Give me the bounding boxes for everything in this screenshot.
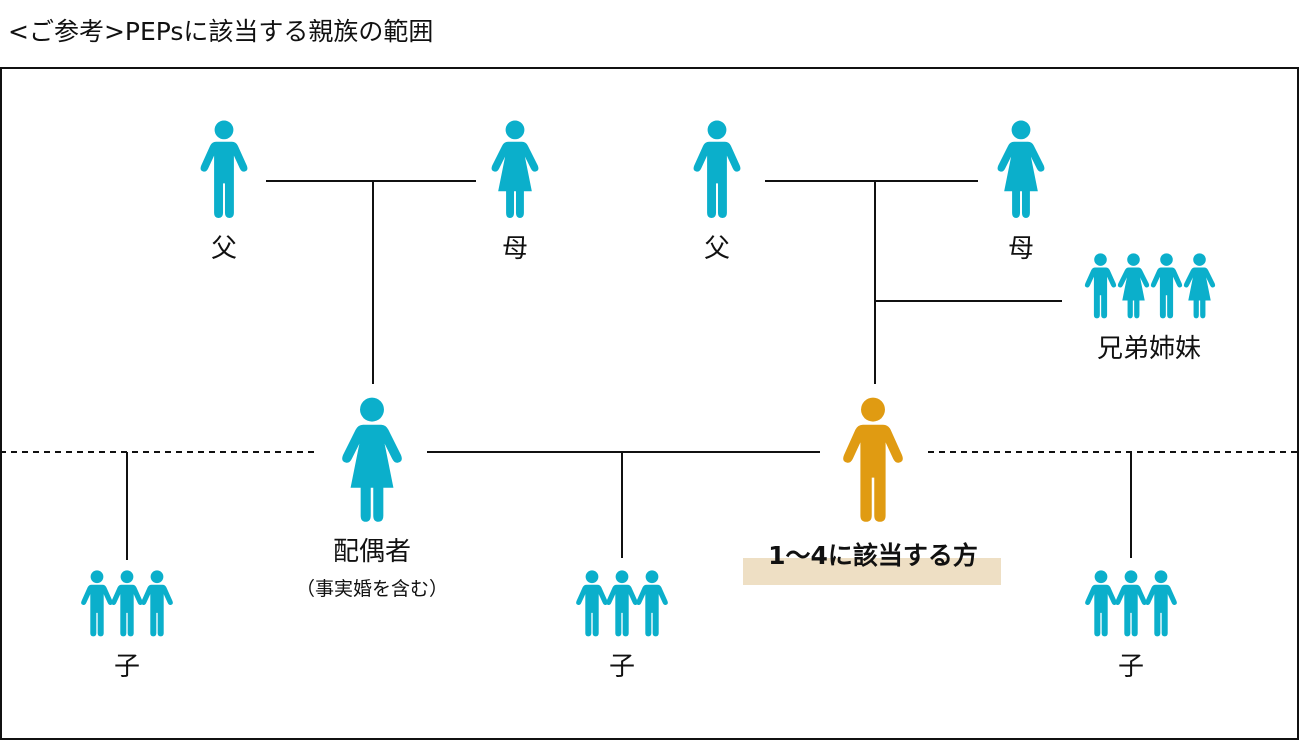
label-spouse-note: （事実婚を含む） (295, 578, 449, 600)
father-icon (693, 120, 741, 219)
label-spouse: 配偶者 (332, 537, 412, 567)
label-mother: 母 (501, 234, 529, 264)
child-icon (1145, 570, 1177, 637)
child-icon (606, 570, 638, 637)
child-icon (576, 570, 608, 637)
diagram-border (0, 67, 1299, 740)
label-siblings: 兄弟姉妹 (1096, 334, 1202, 364)
child-icon (141, 570, 173, 637)
child-icon (81, 570, 113, 637)
child-icon (1085, 570, 1117, 637)
label-father: 父 (210, 234, 238, 264)
child-icon (111, 570, 143, 637)
sibling-male-icon (1084, 253, 1117, 319)
label-child: 子 (1117, 652, 1145, 682)
subject-highlight (743, 558, 1001, 585)
label-mother: 母 (1007, 234, 1035, 264)
sibling-female-icon (1183, 253, 1216, 319)
diagram-title: <ご参考>PEPsに該当する親族の範囲 (8, 17, 434, 46)
child-icon (636, 570, 668, 637)
label-father: 父 (703, 234, 731, 264)
mother-icon (997, 120, 1045, 219)
label-subject: 1〜4に該当する方 (768, 541, 978, 570)
label-child: 子 (608, 652, 636, 682)
label-child: 子 (113, 652, 141, 682)
sibling-male-icon (1150, 253, 1183, 319)
father-icon (200, 120, 248, 219)
sibling-female-icon (1117, 253, 1150, 319)
subject-person-icon (843, 397, 903, 522)
child-icon (1115, 570, 1147, 637)
mother-icon (491, 120, 539, 219)
spouse-icon (342, 397, 402, 522)
